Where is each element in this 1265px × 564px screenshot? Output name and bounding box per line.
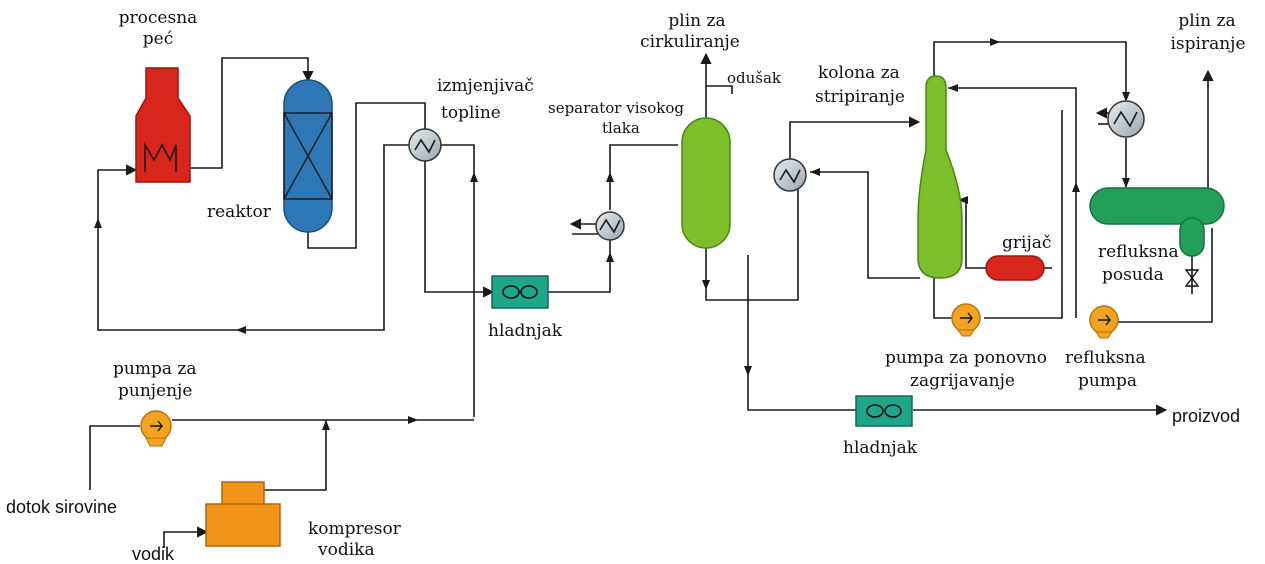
- svg-text:peć: peć: [143, 29, 173, 49]
- cooler-1-label: hladnjak: [488, 321, 563, 341]
- reflux-drum-label-2: posuda: [1102, 265, 1164, 285]
- feed-label: dotok sirovine: [6, 497, 117, 517]
- separator-label-1: separator visokog: [548, 99, 684, 117]
- process-furnace: [135, 67, 191, 183]
- recycle-gas-label-2: cirkuliranje: [640, 32, 740, 52]
- cooler-2-label: hladnjak: [843, 438, 918, 458]
- process-lines: [89, 38, 1214, 548]
- reflux-drum: [1089, 187, 1225, 287]
- reflux-drum-label-1: refluksna: [1098, 242, 1179, 262]
- labels: procesna peć reaktor izmjenjivač topline…: [6, 8, 1246, 564]
- heat-exchanger-label-2: topline: [441, 103, 501, 123]
- reboiler-pump-label-1: pumpa za ponovno: [885, 348, 1047, 368]
- recycle-gas-label-1: plin za: [668, 11, 725, 31]
- stripping-column: [917, 75, 963, 279]
- overhead-condenser: [1107, 100, 1145, 138]
- product-label: proizvod: [1172, 406, 1240, 426]
- feed-effluent-exchanger: [773, 158, 807, 192]
- column-label-2: stripiranje: [815, 87, 905, 107]
- charge-pump-label-1: pumpa za: [113, 359, 196, 379]
- reflux-pump-label-2: pumpa: [1078, 371, 1137, 391]
- trim-cooler-exchanger: [595, 211, 625, 241]
- heat-exchanger: [408, 128, 442, 162]
- charge-pump: [140, 410, 172, 447]
- reactor-label: reaktor: [207, 202, 272, 222]
- cooler-1: [491, 275, 549, 309]
- purge-gas-label-1: plin za: [1178, 11, 1235, 31]
- vent-label: odušak: [727, 69, 782, 87]
- heater-label: grijač: [1002, 233, 1051, 253]
- heat-exchanger-label-1: izmjenjivač: [437, 76, 534, 96]
- furnace-label-1: procesna: [119, 8, 198, 28]
- compressor-label-2: vodika: [317, 540, 375, 560]
- compressor-label-1: kompresor: [308, 519, 402, 539]
- reflux-pump: [1089, 305, 1119, 339]
- reboiler-pump: [951, 303, 981, 337]
- charge-pump-label-2: punjenje: [118, 381, 192, 401]
- reactor-vessel: [283, 79, 333, 233]
- cooler-2: [855, 395, 913, 427]
- reboiler-heater: [985, 255, 1045, 281]
- separator-label-2: tlaka: [602, 119, 640, 137]
- column-label-1: kolona za: [818, 63, 900, 83]
- hydrogen-label: vodik: [132, 544, 175, 564]
- reflux-pump-label-1: refluksna: [1065, 348, 1146, 368]
- purge-gas-label-2: ispiranje: [1170, 34, 1245, 54]
- reboiler-pump-label-2: zagrijavanje: [910, 371, 1015, 391]
- furnace-label-2: peć: [143, 29, 173, 49]
- high-pressure-separator: [681, 117, 731, 249]
- hydrogen-compressor: [205, 481, 281, 547]
- svg-text:procesna: procesna: [119, 8, 198, 28]
